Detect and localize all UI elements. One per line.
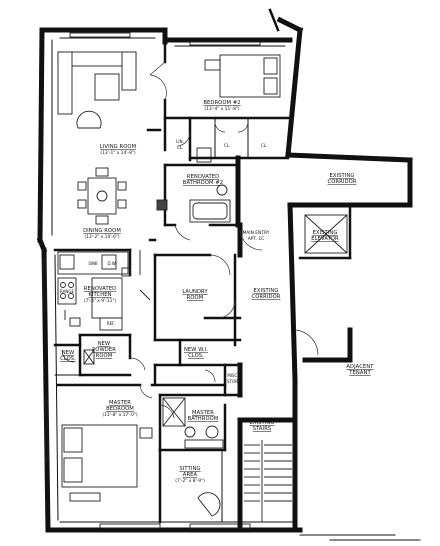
- bathroom2-label: RENOVATED: [187, 174, 219, 180]
- new-clos-left-label: NEW: [62, 350, 75, 356]
- interior-walls: [53, 40, 421, 541]
- doors: [61, 61, 319, 419]
- powder-sub2: ROOM: [96, 353, 113, 359]
- corridor-mid-sub: CORRIDOR: [252, 294, 281, 300]
- bed-icon: [204, 54, 281, 98]
- master-bedroom-dims: (11'-8" x 17'-0"): [102, 412, 137, 418]
- powder-label: NEW: [98, 341, 111, 347]
- kitchen-dims: (7'-4" x 9'-11"): [84, 298, 117, 304]
- corridor-mid-label: EXISTING: [253, 288, 278, 294]
- kitchen-sub: KITCHEN: [88, 292, 111, 298]
- master-bath-label: MASTER: [192, 410, 214, 416]
- windows: [42, 32, 261, 529]
- master-bed-icon: [61, 424, 153, 502]
- bedroom2-dims: (13'-4" x 11'-8"): [204, 106, 239, 112]
- stairs-label: EXISTING: [249, 420, 274, 426]
- adjacent-tenant-sub: TENANT: [348, 370, 371, 376]
- misc-stor-sub: STOR.: [227, 379, 239, 384]
- sitting-area-sub: AREA: [183, 472, 198, 478]
- stairs-sub: STAIRS: [253, 426, 272, 432]
- sitting-area-label: SITTING: [179, 466, 200, 472]
- chair-icon: [197, 492, 221, 517]
- cl-a-label: CL.: [224, 143, 230, 148]
- master-bath-fixtures: [162, 397, 224, 449]
- new-clos-left-sub: CLOS.: [60, 356, 76, 362]
- powder-fixtures: [83, 349, 95, 365]
- misc-stor-label: MISC.: [227, 373, 238, 378]
- sink-label: SINK: [88, 261, 98, 266]
- room-labels: BEDROOM #2 (13'-4" x 11'-8") LIVING ROOM…: [60, 100, 374, 484]
- kitchen-label: RENOVATED: [84, 286, 116, 292]
- main-entry-sub: APT. 1C: [248, 236, 264, 242]
- corridor-top-sub: CORRIDOR: [328, 179, 357, 185]
- main-entry-label: MAIN ENTRY: [243, 230, 270, 236]
- stairs-icon: [244, 440, 292, 522]
- elevator-sub: ELEVATOR: [311, 236, 339, 242]
- master-bath-sub: BATHROOM: [188, 416, 219, 422]
- kitchen-counters: [57, 250, 151, 331]
- elevator-label: EXISTING: [312, 230, 337, 236]
- master-bedroom-sub: BEDROOM: [106, 406, 134, 412]
- cl-b-label: CL.: [261, 143, 267, 148]
- laundry-label: LAUNDRY: [182, 289, 208, 295]
- corridor-top-label: EXISTING: [329, 173, 354, 179]
- powder-sub: POWDER: [92, 347, 116, 353]
- bedroom2-label: BEDROOM #2: [203, 100, 240, 106]
- master-bedroom-label: MASTER: [109, 400, 131, 406]
- laundry-sub: ROOM: [187, 295, 204, 301]
- dining-room-label: DINING ROOM: [83, 228, 121, 234]
- adjacent-tenant-label: ADJACENT: [346, 364, 374, 370]
- living-room-dims: (13'-1" x 14'-8"): [100, 150, 135, 156]
- wi-clos-sub: CLOS.: [188, 353, 204, 359]
- dining-room-dims: (13'-2" x 10'-6"): [84, 234, 119, 240]
- sofa-icon: [57, 51, 137, 129]
- dw-label: D.W.: [107, 261, 116, 266]
- range-label: RANGE: [60, 289, 74, 294]
- ref-label: REF.: [107, 321, 115, 326]
- dining-table-icon: [77, 167, 127, 225]
- bathroom2-fixtures: [156, 147, 231, 223]
- exterior-walls: [36, 8, 304, 533]
- wi-clos-label: NEW W.I.: [184, 347, 208, 353]
- lin-cl-label: LIN.: [176, 139, 184, 144]
- lin-cl-sub: CL.: [177, 145, 183, 150]
- living-room-label: LIVING ROOM: [100, 144, 136, 150]
- sitting-area-dims: (7'-2" x 8'-9"): [175, 478, 205, 484]
- bathroom2-sub: BATHROOM #2: [183, 180, 223, 186]
